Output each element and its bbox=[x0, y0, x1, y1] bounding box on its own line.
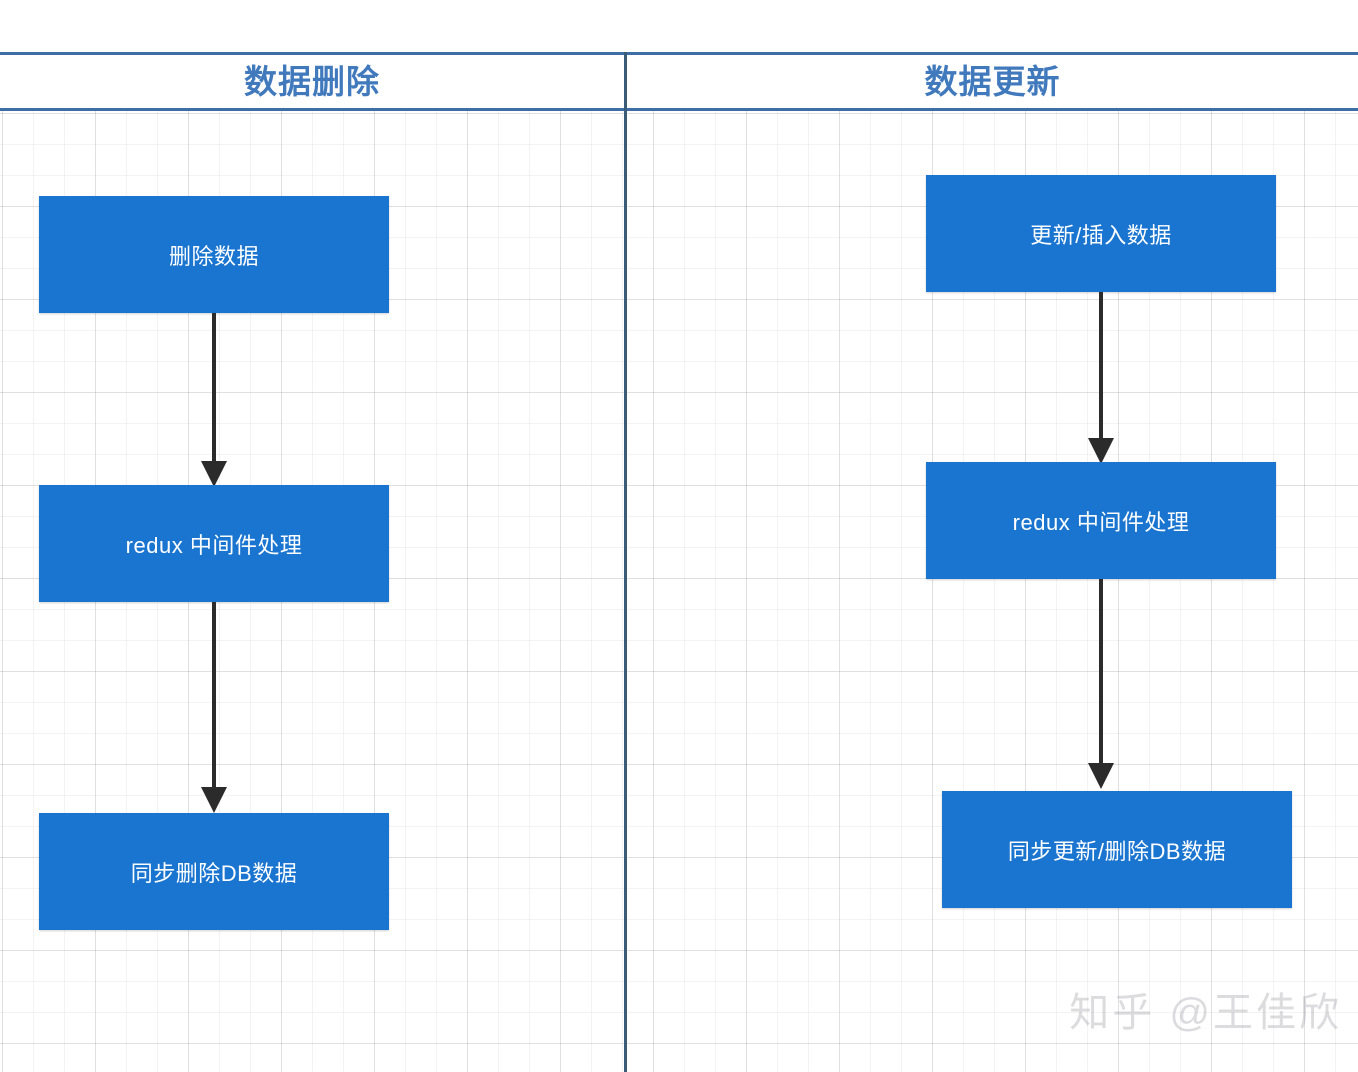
flow-node-delete-data[interactable]: 删除数据 bbox=[39, 196, 389, 313]
arrow-head-icon bbox=[201, 461, 227, 487]
watermark: 知乎 @王佳欣 bbox=[1069, 991, 1342, 1035]
flow-node-redux-middleware-delete[interactable]: redux 中间件处理 bbox=[39, 485, 389, 602]
arrow-head-icon bbox=[201, 787, 227, 813]
arrow-shaft bbox=[212, 313, 216, 463]
flow-node-sync-delete-db[interactable]: 同步删除DB数据 bbox=[39, 813, 389, 930]
arrow-head-icon bbox=[1088, 438, 1114, 464]
flow-node-redux-middleware-update[interactable]: redux 中间件处理 bbox=[926, 462, 1276, 579]
arrow-head-icon bbox=[1088, 763, 1114, 789]
header-rule-bottom bbox=[0, 108, 1358, 111]
header-rule-top bbox=[0, 52, 1358, 55]
flow-node-update-insert-data[interactable]: 更新/插入数据 bbox=[926, 175, 1276, 292]
column-title-data-delete: 数据删除 bbox=[244, 63, 380, 100]
arrow-shaft bbox=[1099, 579, 1103, 765]
arrow-shaft bbox=[1099, 292, 1103, 440]
header-background bbox=[0, 0, 1358, 110]
arrow-shaft bbox=[212, 602, 216, 789]
column-divider bbox=[624, 52, 627, 1072]
flow-node-sync-update-delete-db[interactable]: 同步更新/删除DB数据 bbox=[942, 791, 1292, 908]
column-title-data-update: 数据更新 bbox=[924, 63, 1061, 100]
